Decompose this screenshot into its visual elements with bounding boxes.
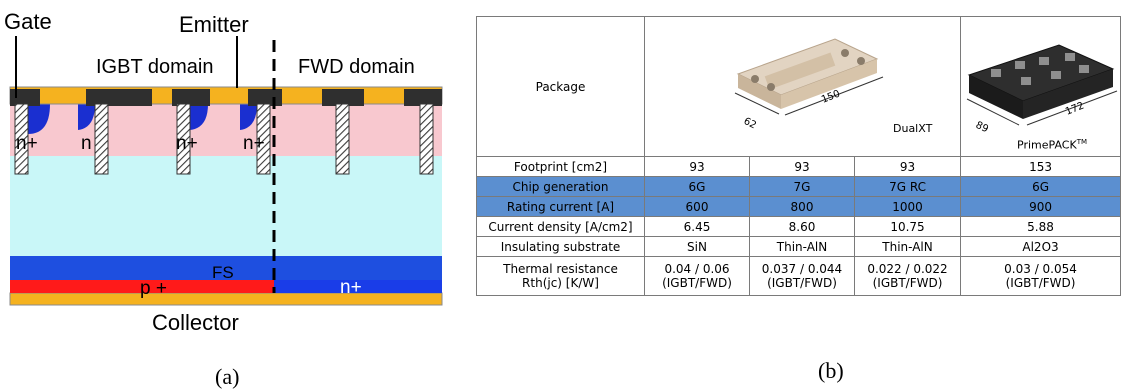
cell: 900 bbox=[960, 196, 1122, 217]
field-stop-layer bbox=[10, 256, 442, 280]
cell: 7G RC bbox=[853, 176, 962, 197]
cell: Al2O3 bbox=[960, 236, 1122, 257]
rc-igbt-cross-section: Gate Emitter IGBT domain FWD domain n+ n… bbox=[4, 9, 443, 389]
cell: SiN bbox=[644, 236, 750, 257]
table-row-current-density: Current density [A/cm2] 6.45 8.60 10.75 … bbox=[476, 216, 1122, 237]
row-label: Insulating substrate bbox=[476, 236, 645, 257]
package-label: Package bbox=[535, 79, 586, 94]
gate-caps bbox=[10, 89, 442, 106]
emitter-label: Emitter bbox=[179, 12, 249, 37]
n-plus-label-1: n+ bbox=[16, 133, 38, 154]
cell: 7G bbox=[749, 176, 855, 197]
dualxt-dim-a: 62 bbox=[742, 116, 758, 132]
emitter-metal bbox=[9, 86, 443, 105]
package-comparison-table: Package 62 150 DualXT bbox=[476, 16, 1122, 296]
collector-metal bbox=[9, 292, 443, 306]
cell: 0.04 / 0.06(IGBT/FWD) bbox=[644, 256, 750, 296]
cell: 10.75 bbox=[853, 216, 962, 237]
primepack-name: PrimePACKTM bbox=[1017, 138, 1088, 152]
dualxt-name: DualXT bbox=[893, 122, 933, 135]
cell: 6G bbox=[960, 176, 1122, 197]
gate-label: Gate bbox=[4, 9, 52, 34]
n-plus-label-2: n bbox=[81, 133, 92, 154]
cell: 0.037 / 0.044(IGBT/FWD) bbox=[749, 256, 855, 296]
cell: 8.60 bbox=[749, 216, 855, 237]
cell: 0.022 / 0.022(IGBT/FWD) bbox=[853, 256, 962, 296]
package-row: Package 62 150 DualXT bbox=[476, 16, 1122, 157]
p-plus-layer bbox=[10, 280, 274, 293]
cell: 800 bbox=[749, 196, 855, 217]
primepack-module-image: 89 172 bbox=[966, 44, 1118, 135]
table-row-footprint: Footprint [cm2] 93 93 93 153 bbox=[476, 156, 1122, 177]
primepack-dim-a: 89 bbox=[974, 120, 990, 135]
cell: 1000 bbox=[853, 196, 962, 217]
cell: 93 bbox=[853, 156, 962, 177]
cell: 5.88 bbox=[960, 216, 1122, 237]
cell: 93 bbox=[644, 156, 750, 177]
row-label: Rating current [A] bbox=[476, 196, 645, 217]
n-plus-bottom-label: n+ bbox=[340, 277, 362, 298]
p-plus-label: p + bbox=[140, 278, 167, 299]
fwd-domain-label: FWD domain bbox=[298, 56, 415, 78]
dualxt-picture-cell: 62 150 DualXT bbox=[643, 16, 962, 157]
cell: 600 bbox=[644, 196, 750, 217]
collector-label: Collector bbox=[152, 310, 239, 335]
row-label: Footprint [cm2] bbox=[476, 156, 645, 177]
cell: 0.03 / 0.054(IGBT/FWD) bbox=[960, 256, 1122, 296]
cell: 6G bbox=[644, 176, 750, 197]
table-row-rating-current: Rating current [A] 600 800 1000 900 bbox=[476, 196, 1122, 217]
table-row-insulating-substrate: Insulating substrate SiN Thin-AlN Thin-A… bbox=[476, 236, 1122, 257]
p-base-region bbox=[10, 104, 442, 156]
cell: Thin-AlN bbox=[853, 236, 962, 257]
caption-a: (a) bbox=[215, 364, 239, 389]
table-row-chip-generation: Chip generation 6G 7G 7G RC 6G bbox=[476, 176, 1122, 197]
igbt-domain-label: IGBT domain bbox=[96, 56, 213, 78]
row-label: Chip generation bbox=[476, 176, 645, 197]
cell: 6.45 bbox=[644, 216, 750, 237]
package-comparison-table-wrap: Package 62 150 DualXT bbox=[476, 16, 1122, 307]
cell: 153 bbox=[960, 156, 1122, 177]
caption-b: (b) bbox=[818, 358, 844, 383]
n-plus-label-3: n+ bbox=[176, 133, 198, 154]
package-label-cell: Package bbox=[476, 16, 645, 157]
fs-label: FS bbox=[212, 263, 234, 282]
dualxt-module-image: 62 150 bbox=[734, 38, 884, 132]
trench-gates bbox=[14, 103, 434, 175]
n-plus-label-4: n+ bbox=[243, 133, 265, 154]
drift-region bbox=[10, 156, 442, 256]
row-label: Current density [A/cm2] bbox=[476, 216, 645, 237]
cell: 93 bbox=[749, 156, 855, 177]
primepack-picture-cell: 89 172 PrimePACKTM bbox=[960, 16, 1122, 157]
n-plus-layer bbox=[274, 280, 442, 293]
n-source-regions bbox=[28, 104, 257, 134]
cell: Thin-AlN bbox=[749, 236, 855, 257]
